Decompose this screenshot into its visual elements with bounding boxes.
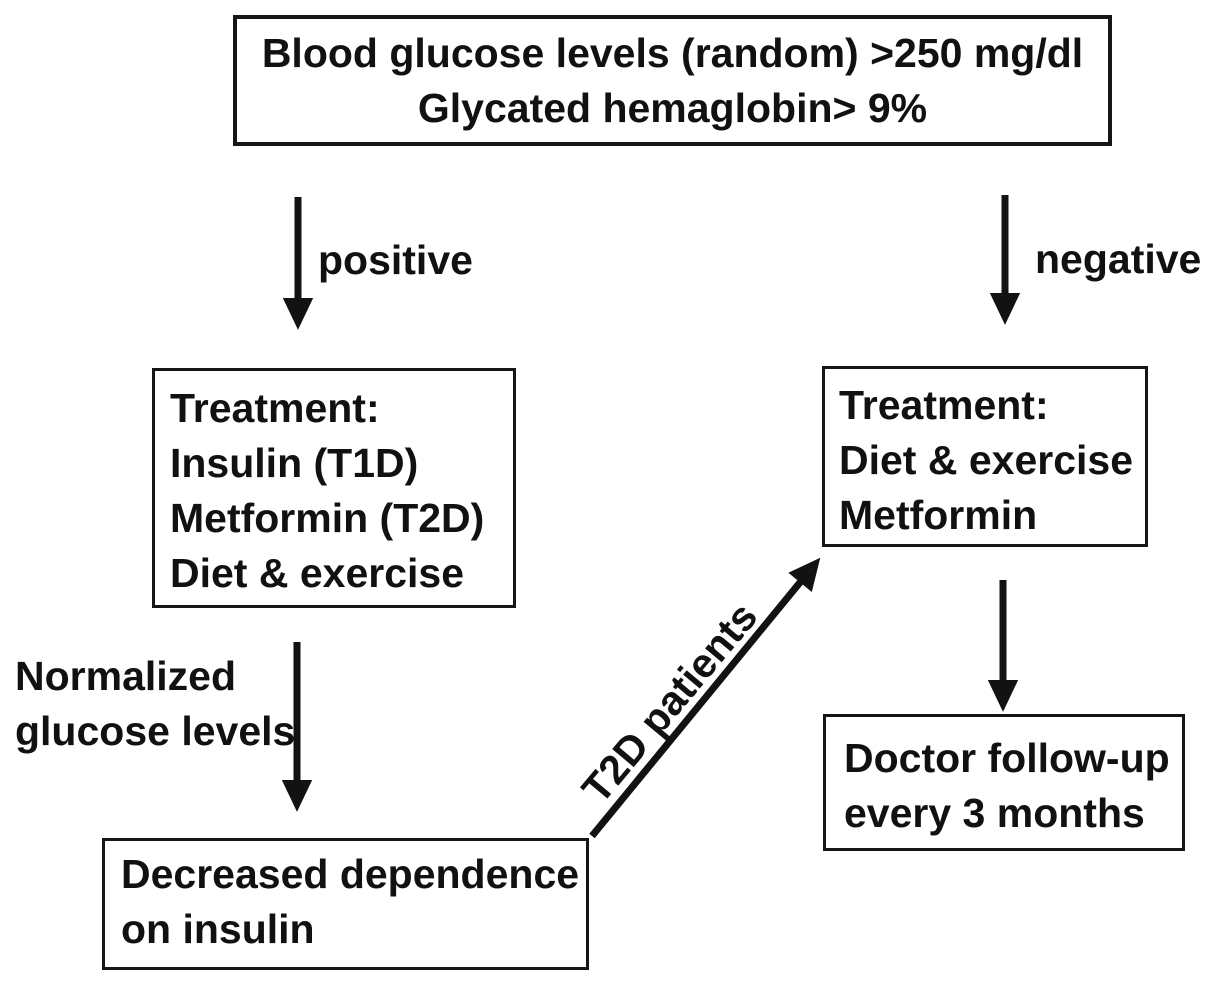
decreased-dependence-line-2: on insulin xyxy=(121,906,315,952)
treatment-negative-line-1: Treatment: xyxy=(839,382,1049,428)
treatment-negative-line-3: Metformin xyxy=(839,492,1038,538)
node-treatment-positive: Treatment: Insulin (T1D) Metformin (T2D)… xyxy=(152,368,516,608)
node-treatment-negative: Treatment: Diet & exercise Metformin xyxy=(822,366,1148,547)
treatment-positive-line-2: Insulin (T1D) xyxy=(170,440,419,486)
doctor-followup-line-1: Doctor follow-up xyxy=(844,735,1170,781)
treatment-positive-line-1: Treatment: xyxy=(170,385,380,431)
criteria-line-2: Glycated hemaglobin> 9% xyxy=(417,84,928,131)
decreased-dependence-line-1: Decreased dependence xyxy=(121,851,580,897)
criteria-line-1: Blood glucose levels (random) >250 mg/dl xyxy=(261,29,1084,76)
node-glucose-criteria: Blood glucose levels (random) >250 mg/dl… xyxy=(233,15,1112,146)
treatment-positive-line-3: Metformin (T2D) xyxy=(170,495,485,541)
node-decreased-dependence: Decreased dependence on insulin xyxy=(102,838,589,970)
doctor-followup-line-2: every 3 months xyxy=(844,790,1145,836)
edge-label-positive: positive xyxy=(318,237,473,283)
edge-label-normalized-glucose: Normalized glucose levels xyxy=(15,649,295,759)
normalized-glucose-line-2: glucose levels xyxy=(15,708,296,754)
normalized-glucose-line-1: Normalized xyxy=(15,653,236,699)
treatment-negative-line-2: Diet & exercise xyxy=(839,437,1134,483)
edge-label-negative: negative xyxy=(1035,236,1202,282)
node-doctor-followup: Doctor follow-up every 3 months xyxy=(823,714,1185,851)
treatment-positive-line-4: Diet & exercise xyxy=(170,550,465,596)
arrow-t2d-patients-to-treatment-negative xyxy=(589,557,821,839)
